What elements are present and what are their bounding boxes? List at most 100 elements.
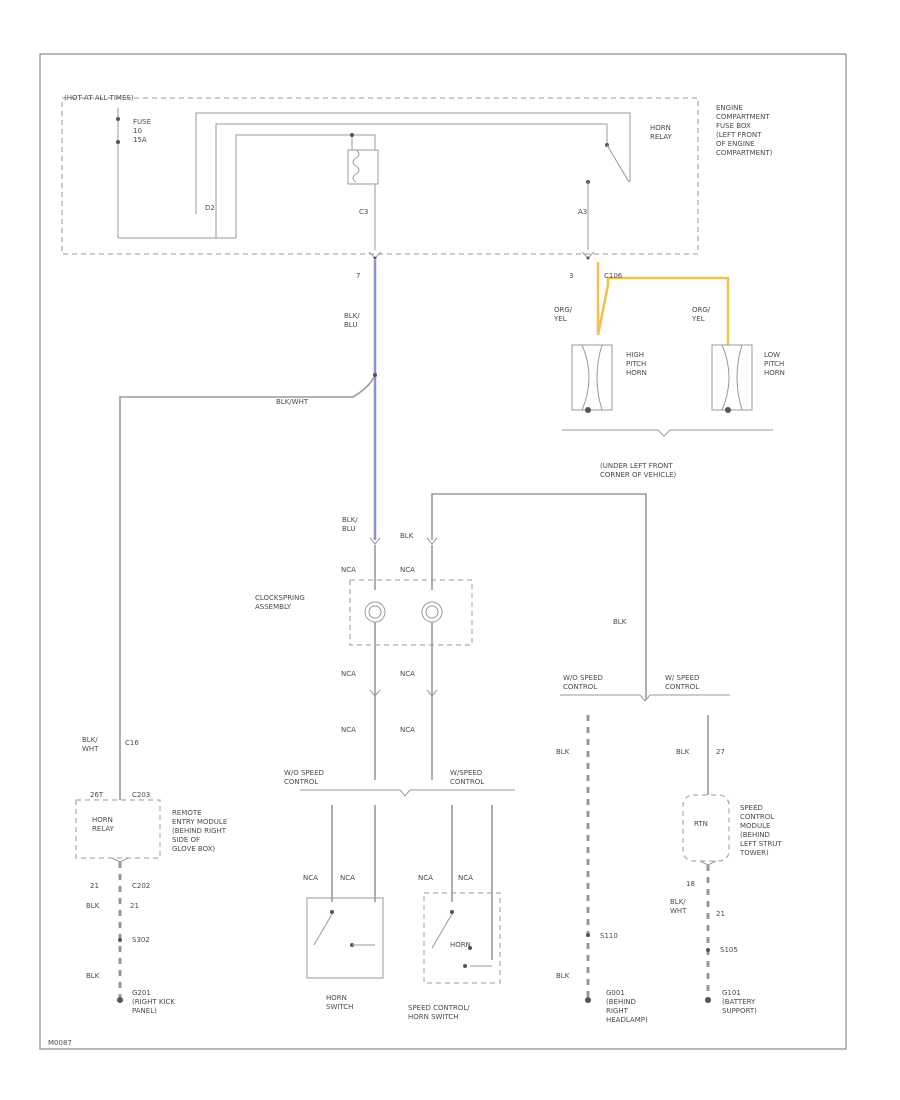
speed-module-pin-top: 27	[716, 748, 725, 756]
remote-wire-top-pin: C16	[125, 739, 139, 747]
fuse-box-outline	[61, 97, 699, 255]
wire-blk-right-label: BLK	[613, 618, 627, 626]
remote-entry-bottom-connector	[111, 857, 129, 863]
nca-label-6: NCA	[400, 726, 415, 734]
nca-horn-a: NCA	[303, 874, 318, 882]
remote-wire-bottom-label: BLK	[86, 902, 100, 910]
fuse-bus-middle	[215, 123, 608, 238]
nca-horn-b: NCA	[340, 874, 355, 882]
mid-connectors	[369, 689, 438, 697]
remote-entry-box	[75, 799, 161, 859]
splice-s110	[586, 933, 590, 937]
wire-blk-mid-label: BLK	[400, 532, 414, 540]
remote-conn-bottom: C202	[132, 882, 150, 890]
speed-module-rtn: RTN	[694, 820, 708, 828]
speed-module-box	[682, 794, 730, 862]
connector-pin-left: 7	[356, 272, 360, 280]
mid-ground-wire-top-label: BLK	[556, 748, 570, 756]
splice-s302	[118, 938, 122, 942]
terminal-right: A3	[578, 208, 587, 216]
horn-switch-icon	[313, 910, 375, 947]
fuse-box-header: (HOT AT ALL TIMES)	[64, 94, 134, 102]
nca-speed-a: NCA	[418, 874, 433, 882]
clockspring-box	[349, 579, 473, 646]
high-pitch-horn-icon	[571, 344, 613, 413]
ground-g201-wire-label: BLK	[86, 972, 100, 980]
nca-label-2: NCA	[400, 566, 415, 574]
speed-option-bracket-center	[300, 789, 515, 797]
terminal-mid: C3	[359, 208, 368, 216]
speed-module-bottom-connector	[699, 860, 717, 866]
speed-horn-switch-box	[423, 892, 501, 984]
nca-label-4: NCA	[400, 670, 415, 678]
horn-switch-box	[306, 897, 384, 979]
low-pitch-horn-icon	[711, 344, 753, 413]
splice-c106: C106	[604, 272, 623, 280]
horn-location-bracket	[562, 429, 773, 437]
wire-org-yel-label-b: ORG/YEL	[691, 306, 711, 323]
ground-g201-icon	[117, 997, 123, 1003]
clockspring-upper-connectors	[369, 537, 438, 590]
wire-org-yel	[596, 262, 730, 345]
mid-ground-wire-label: BLK	[556, 972, 570, 980]
wire-blk-blu-mid-label: BLK/BLU	[342, 516, 358, 533]
relay-coil-icon	[347, 133, 379, 250]
speed-horn-switch-label: SPEED CONTROL/HORN SWITCH	[408, 1004, 470, 1021]
connector-left	[368, 251, 382, 260]
relay-switch-icon	[586, 143, 630, 250]
diagram-frame	[39, 53, 847, 1050]
remote-wire-top-label: BLK/WHT	[82, 736, 99, 753]
blk-whi-label: BLK/WHT	[670, 898, 687, 915]
clockspring-icon	[364, 601, 443, 623]
splice-s105	[706, 948, 710, 952]
nca-label-1: NCA	[341, 566, 356, 574]
nca-label-3: NCA	[341, 670, 356, 678]
remote-pin-bottom: 21	[90, 882, 99, 890]
wire-blk-blu-top-label: BLK/BLU	[344, 312, 360, 329]
fuse-bus-outer	[195, 112, 631, 214]
splice-wire-label: BLK/WHT	[276, 398, 309, 406]
diagram-id: M0087	[48, 1039, 72, 1047]
speed-option-bracket-right	[560, 694, 730, 702]
speed-horn-switch-icon	[431, 910, 492, 968]
splice-blk-wht	[119, 373, 377, 800]
wire-blk-loop	[431, 493, 647, 700]
speed-module-pin-21: 21	[716, 910, 725, 918]
fuse-bus-inner	[235, 134, 376, 238]
nca-label-5: NCA	[341, 726, 356, 734]
blk-far-right-label: BLK	[676, 748, 690, 756]
remote-pin-top: 26T	[90, 791, 104, 799]
speed-module-pin-bottom: 18	[686, 880, 695, 888]
wire-org-yel-label-a: ORG/YEL	[553, 306, 573, 323]
ground-g101-icon	[705, 997, 711, 1003]
remote-wire-bottom-pin: 21	[130, 902, 139, 910]
remote-conn-top: C203	[132, 791, 150, 799]
nca-speed-b: NCA	[458, 874, 473, 882]
terminal-left: D2	[205, 204, 215, 212]
splice-s105-label: S105	[720, 946, 738, 954]
splice-s110-label: S110	[600, 932, 618, 940]
horn-inner-label: HORN	[450, 941, 471, 949]
splice-s302-label: S302	[132, 936, 150, 944]
connector-pin-right: 3	[569, 272, 573, 280]
ground-g001-icon	[585, 997, 591, 1003]
